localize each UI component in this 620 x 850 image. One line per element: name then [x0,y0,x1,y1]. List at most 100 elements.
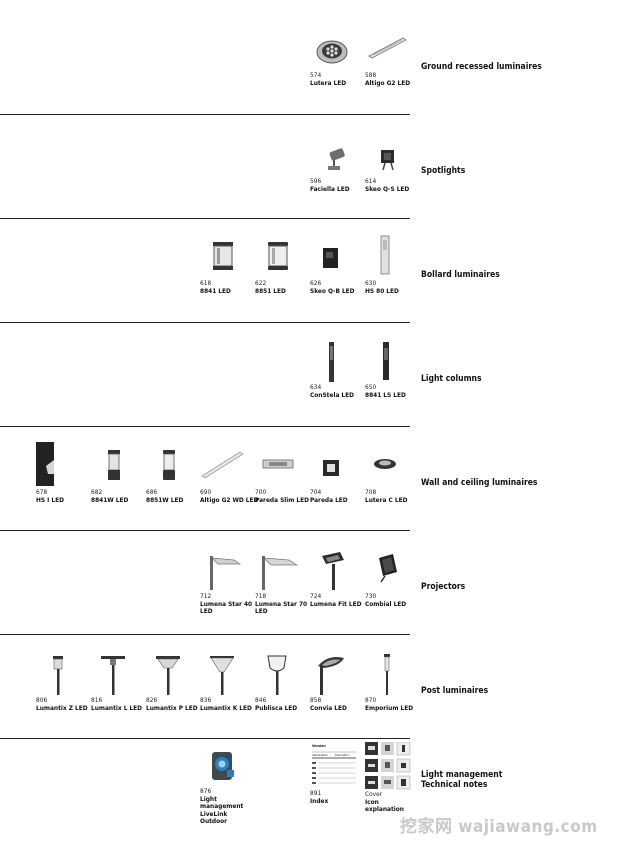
product-page-number: 836 [200,696,212,704]
section-divider [0,322,410,323]
product-page-number: 846 [255,696,267,704]
product-page-number: 588 [365,71,377,79]
product-page-number: 682 [91,488,103,496]
spotlight-cube-icon [365,142,419,202]
product-page-number: 876 [200,787,212,795]
product-name: 8841 LED [200,286,231,295]
category-title: Ground recessed luminaires [421,62,542,72]
product-name: Index [310,796,329,805]
product-name: Pareda Slim LED [255,495,309,504]
product-name: Pareda LED [310,495,348,504]
wall-lantern-icon [146,440,200,500]
category-title: Post luminaires [421,686,489,696]
street-light-pole-icon [200,546,254,606]
product-page-number: 712 [200,592,212,600]
category-title: Light management Technical notes [421,770,503,790]
product-page-number: 634 [310,383,322,391]
product-name: 8841W LED [91,495,129,504]
section-divider [0,530,410,531]
product-name: Skeo Q-S LED [365,184,410,193]
street-light-pole-icon [255,546,309,606]
product-page-number: 730 [365,592,377,600]
product-page-number: 718 [255,592,267,600]
post-cone-icon [146,650,200,710]
product-page-number: 614 [365,177,377,185]
section-divider [0,426,410,427]
bollard-cylinder-icon [200,234,254,294]
wall-square-icon [310,440,364,500]
wall-slim-rect-icon [255,440,309,500]
bollard-slim-icon [365,234,419,294]
product-page-number: 630 [365,279,377,287]
product-page-number: 870 [365,696,377,704]
wall-panel-icon [36,440,90,500]
product-page-number: 816 [91,696,103,704]
product-name: Lutera LED [310,78,347,87]
spotlight-cylinder-icon [310,142,364,202]
product-name: Lumantix P LED [146,703,198,712]
section-divider [0,114,410,115]
wall-lantern-icon [91,440,145,500]
category-title: Light columns [421,374,482,384]
category-title: Projectors [421,582,466,592]
post-head-icon [310,650,364,710]
product-page-number: 574 [310,71,322,79]
product-name: Light management LiveLink Outdoor [200,794,244,825]
index-thumb-col2: Description [335,753,350,757]
product-page-number: 622 [255,279,267,287]
product-page-number: 690 [200,488,212,496]
product-name: Publisca LED [255,703,298,712]
linear-wall-luminaire-icon [200,440,254,500]
product-page-number: 650 [365,383,377,391]
product-page-number: 678 [36,488,48,496]
product-page-number: Cover [365,790,383,798]
product-name: Lumena Star 70 LED [255,599,308,615]
recessed-round-luminaire-icon [310,30,364,90]
ceiling-round-icon [365,440,419,500]
product-page-number: 686 [146,488,158,496]
product-page-number: 704 [310,488,322,496]
watermark: 挖家网 wajiawang.com [400,817,598,837]
section-divider [0,634,410,635]
product-name: Altigo G2 WD LED [200,495,259,504]
post-cone-inverted-icon [200,650,254,710]
product-name: 8851 LED [255,286,286,295]
product-page-number: 724 [310,592,322,600]
bollard-cube-icon [310,234,364,294]
product-name: Altigo G2 LED [365,78,411,87]
floodlight-icon [365,546,419,606]
category-title: Spotlights [421,166,466,176]
category-title: Wall and ceiling luminaires [421,478,538,488]
product-name: Convia LED [310,703,347,712]
product-name: 8851W LED [146,495,184,504]
linear-recessed-luminaire-icon [365,30,419,90]
product-name: 8841 LS LED [365,390,406,399]
product-page-number: 708 [365,488,377,496]
product-name: Icon explanation [365,797,404,813]
product-page-number: 826 [146,696,158,704]
index-thumb-col1: Abbreviation [312,753,328,757]
product-page-number: 891 [310,789,322,797]
product-page-number: 596 [310,177,322,185]
product-name: ConStela LED [310,390,355,399]
post-slim-icon [365,650,419,710]
product-page-number: 700 [255,488,267,496]
light-column-icon [310,340,364,400]
post-disc-icon [91,650,145,710]
product-name: Combial LED [365,599,407,608]
index-table-icon: Version Abbreviation Description [310,744,364,804]
light-column-short-icon [365,340,419,400]
product-name: Lumena Fit LED [310,599,362,608]
product-name: Lumantix Z LED [36,703,88,712]
bollard-cylinder-icon [255,234,309,294]
product-name: Lumantix L LED [91,703,143,712]
product-name: HS 80 LED [365,286,399,295]
index-thumb-header: Version [312,744,326,748]
post-lantern-icon [255,650,309,710]
product-name: HS I LED [36,495,64,504]
product-name: Skeo Q-B LED [310,286,355,295]
product-name: Lumena Star 40 LED [200,599,253,615]
icon-grid-icon [365,742,419,802]
floodlight-pole-icon [310,546,364,606]
section-divider [0,218,410,219]
